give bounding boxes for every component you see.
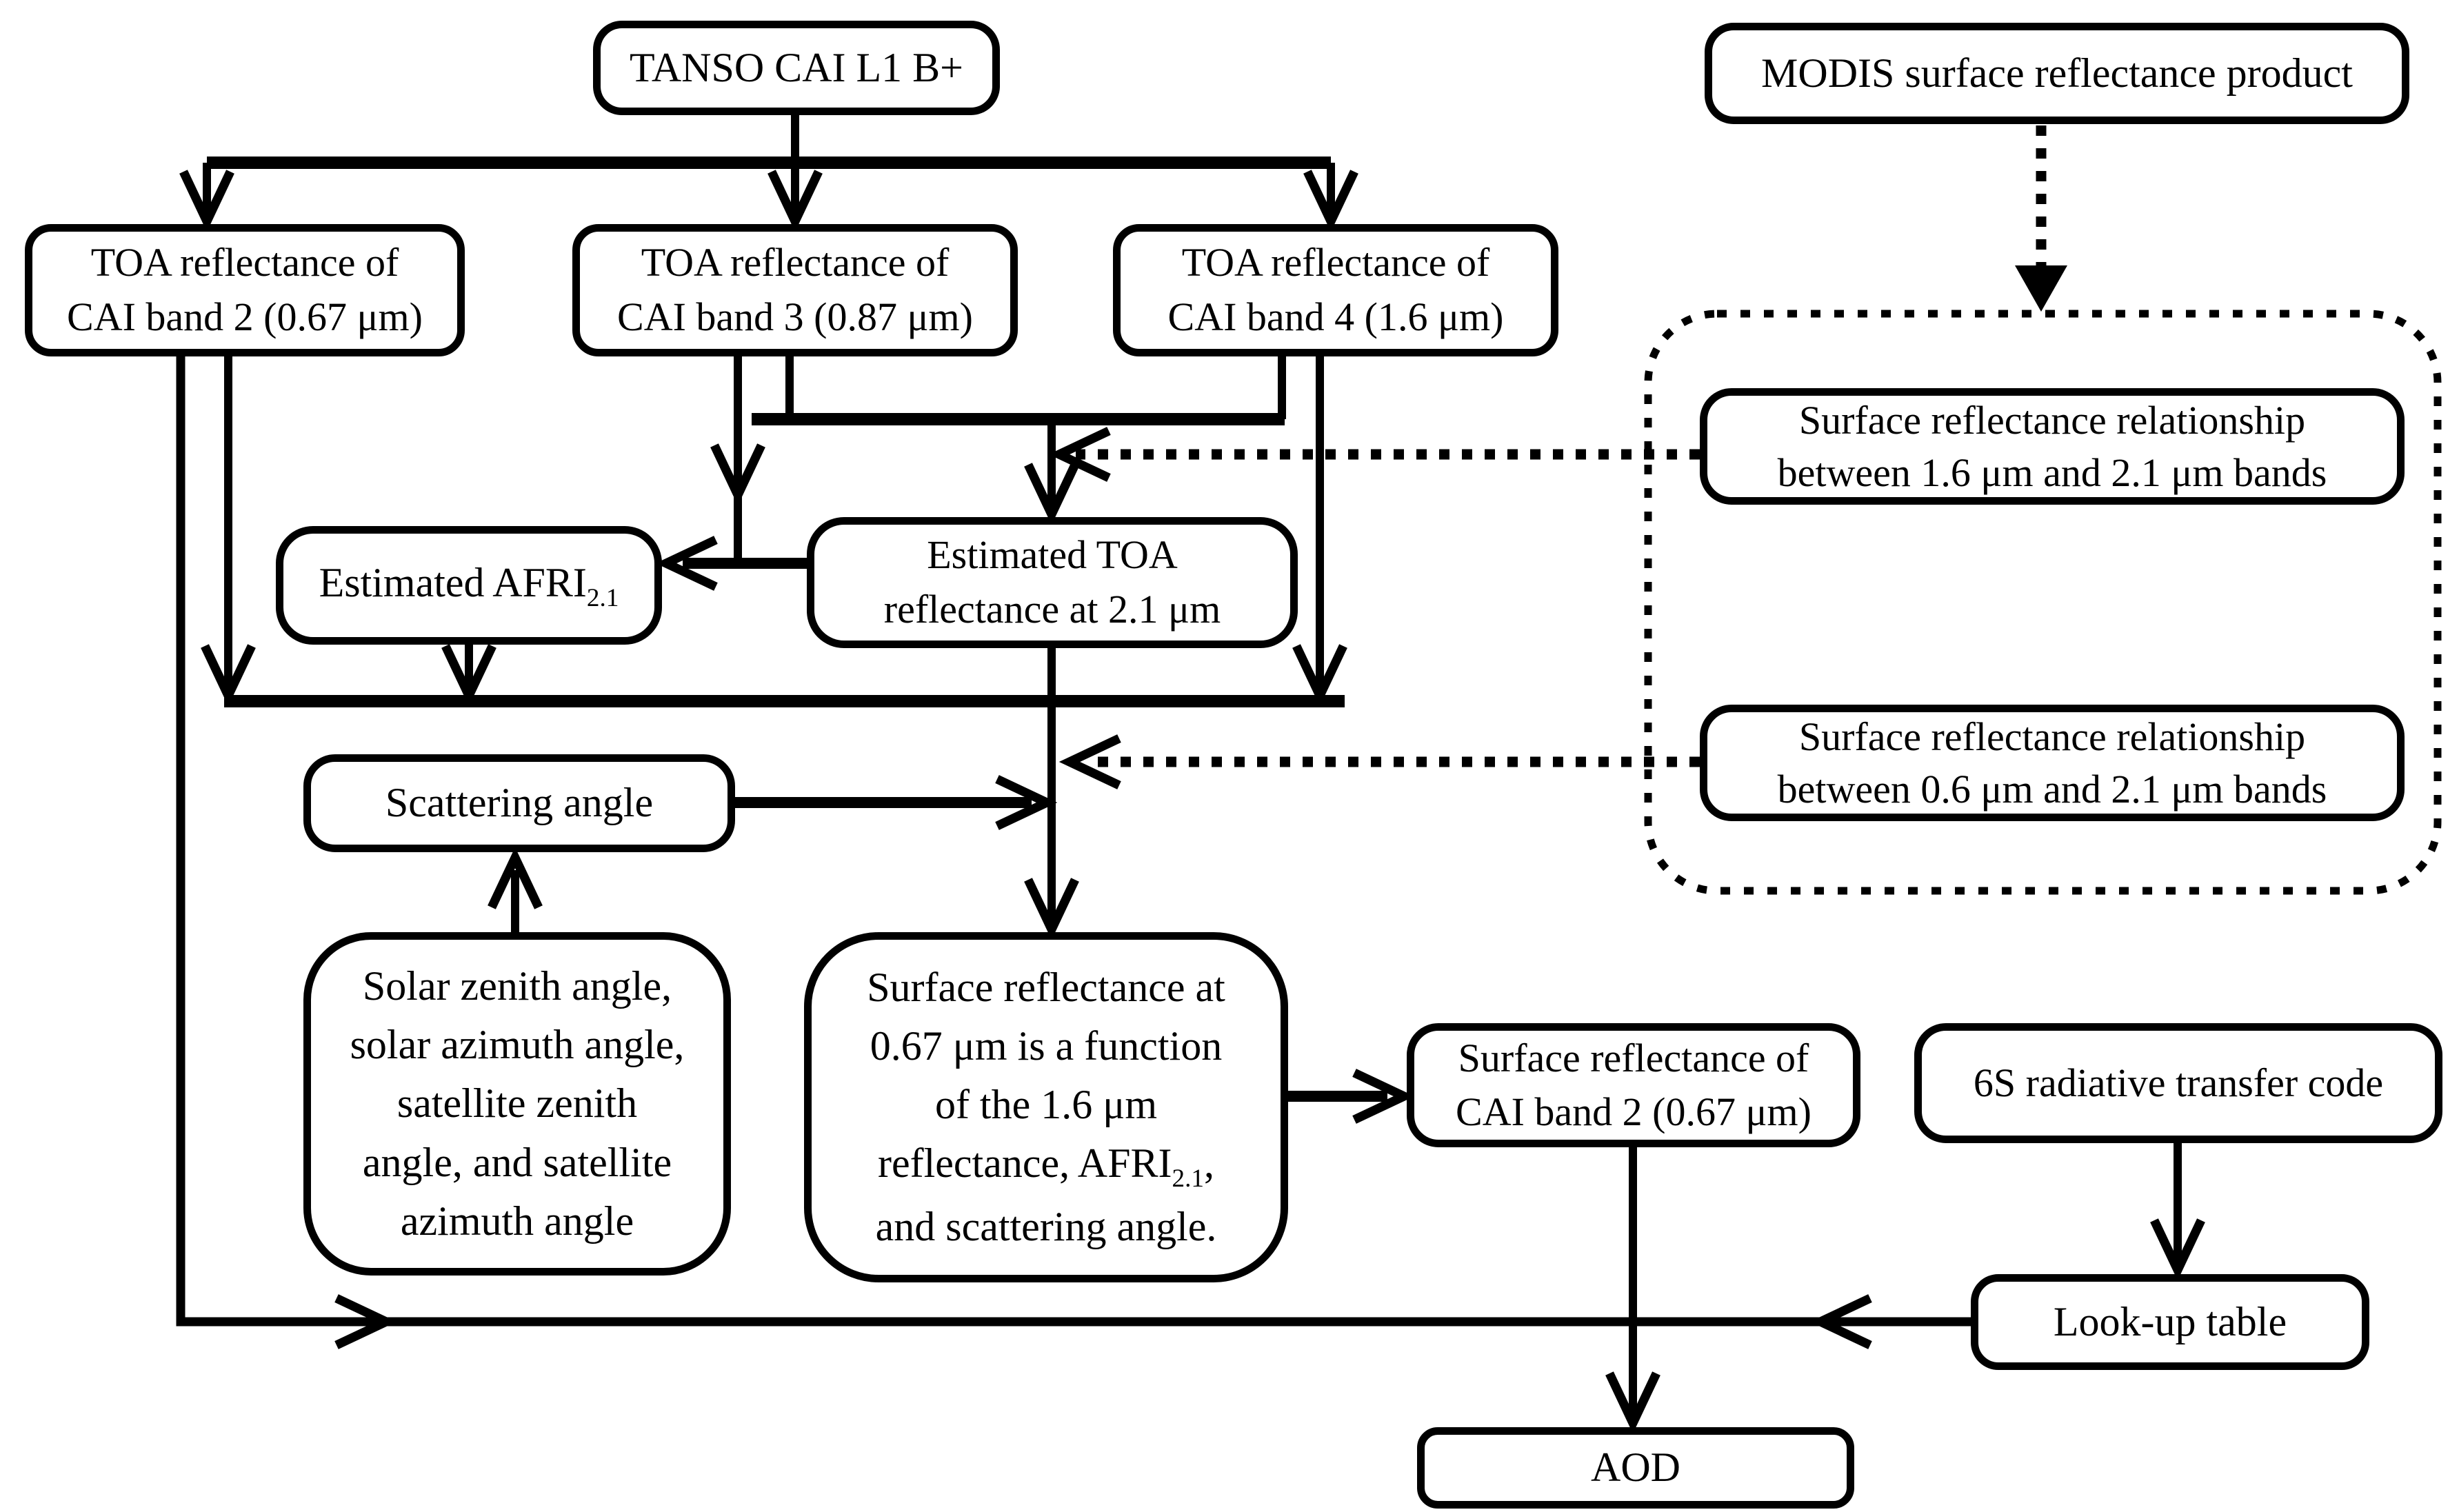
connector-afri-to-merge [441,644,496,707]
arrow-left-icon [1048,427,1111,482]
arrow-right-icon [995,775,1058,830]
connector-modis-dotted-arrow [2015,125,2067,312]
box-label-line1: Solar zenith angle, [362,963,672,1009]
arrow-down-icon [1605,1371,1660,1434]
arrow-down-icon [2015,265,2067,312]
box-label-line2: 0.67 μm is a function [870,1022,1223,1069]
box-surface-reflectance-band2: Surface reflectance of CAI band 2 (0.67 … [1407,1023,1860,1147]
arrow-down-icon [2150,1218,2205,1281]
box-observation-angles: Solar zenith angle, solar azimuth angle,… [303,932,731,1276]
connector-rel16-dotted-arrow [1048,427,1700,482]
connector-band2-to-merge [201,356,256,707]
box-relationship-06-21: Surface reflectance relationship between… [1700,705,2405,821]
func-line4-main: reflectance, AFRI [878,1140,1172,1187]
box-lookup-table: Look-up table [1971,1274,2369,1370]
box-label: AOD [1591,1444,1680,1491]
connector-bracket-to-estimated-toa [752,413,1285,525]
connector-esttoa-to-afri [655,536,807,591]
arrow-down-icon [179,170,234,232]
arrow-down-icon [1024,878,1079,940]
connector-band4-to-merge [1292,356,1347,707]
box-label-line2: CAI band 3 (0.87 μm) [617,294,973,339]
arrow-down-icon [710,443,765,506]
box-label-line5: and scattering angle. [875,1204,1217,1250]
connector-tanso-to-bands [179,115,1358,232]
box-6s-radiative-transfer: 6S radiative transfer code [1914,1023,2442,1143]
arrow-right-icon [1352,1069,1415,1124]
arrow-right-icon [334,1294,397,1349]
box-aod: AOD [1417,1427,1854,1509]
box-label-line2: CAI band 2 (0.67 μm) [67,294,423,339]
arrow-down-icon [1024,463,1079,525]
arrow-up-icon [488,847,543,909]
box-label-line3: of the 1.6 μm [934,1082,1158,1128]
box-label-line2: between 0.6 μm and 2.1 μm bands [1777,766,2327,812]
box-modis-surface-reflectance: MODIS surface reflectance product [1705,23,2409,124]
box-toa-reflectance-band4: TOA reflectance of CAI band 4 (1.6 μm) [1113,224,1558,356]
box-label-line1: TOA reflectance of [1181,240,1490,285]
box-label: Scattering angle [385,780,654,826]
box-label: MODIS surface reflectance product [1761,50,2353,96]
afri-label-subscript: 2.1 [586,583,619,612]
box-label-line2: CAI band 2 (0.67 μm) [1456,1089,1811,1134]
box-label-line2: CAI band 4 (1.6 μm) [1167,294,1504,339]
box-toa-reflectance-band2: TOA reflectance of CAI band 2 (0.67 μm) [25,224,465,356]
box-estimated-toa-21: Estimated TOA reflectance at 2.1 μm [807,517,1298,648]
box-label-line1: Estimated TOA [927,532,1178,578]
box-label: 6S radiative transfer code [1973,1060,2384,1105]
connector-rel06-dotted-arrow [1058,734,1700,789]
box-label-line4: angle, and satellite [362,1139,672,1185]
box-label-line2: solar azimuth angle, [350,1022,685,1068]
box-surface-reflectance-function: Surface reflectance at 0.67 μm is a func… [804,932,1288,1282]
func-line4-subscript: 2.1 [1172,1165,1204,1193]
box-label-line1: Surface reflectance relationship [1798,398,2306,443]
box-label-line1: TOA reflectance of [90,240,399,285]
box-scattering-angle: Scattering angle [303,754,735,852]
box-label-line1: Surface reflectance relationship [1798,714,2306,760]
arrow-left-icon [1809,1294,1872,1349]
box-label-line1: TOA reflectance of [641,240,950,285]
box-label: TANSO CAI L1 B+ [629,44,964,90]
arrow-left-icon [1058,734,1121,789]
connector-function-to-sreflb2 [1288,1069,1415,1124]
connector-angles-to-scattering [488,847,543,932]
box-estimated-afri: Estimated AFRI2.1 [276,526,662,645]
box-label-line2: between 1.6 μm and 2.1 μm bands [1777,450,2327,495]
box-label-line1: Surface reflectance at [867,964,1225,1010]
box-toa-reflectance-band3: TOA reflectance of CAI band 3 (0.87 μm) [572,224,1018,356]
box-label-line3: satellite zenith [397,1080,638,1127]
box-label: Look-up table [2053,1298,2287,1344]
box-label-line4: reflectance, AFRI2.1, [878,1134,1214,1198]
box-label-line2: reflectance at 2.1 μm [883,587,1221,632]
box-label-line1: Surface reflectance of [1458,1035,1809,1080]
connector-band3-to-afri-junction [710,356,765,563]
arrow-down-icon [767,170,823,232]
connector-esttoa-to-function [1024,648,1079,940]
arrow-left-icon [655,536,718,591]
box-relationship-16-21: Surface reflectance relationship between… [1700,388,2405,505]
box-label: Estimated AFRI2.1 [319,555,619,616]
func-line4-comma: , [1203,1140,1214,1187]
box-label-line5: azimuth angle [400,1198,634,1244]
arrow-down-icon [1303,170,1358,232]
box-tanso-cai-l1b: TANSO CAI L1 B+ [593,21,1000,115]
connector-scattering-to-function [735,775,1058,830]
afri-label-main: Estimated AFRI [319,559,587,605]
connector-sixs-to-lut [2150,1143,2205,1281]
connector-band2-to-lut-line [176,356,1971,1349]
connector-sreflb2-to-aod [1605,1147,1660,1434]
